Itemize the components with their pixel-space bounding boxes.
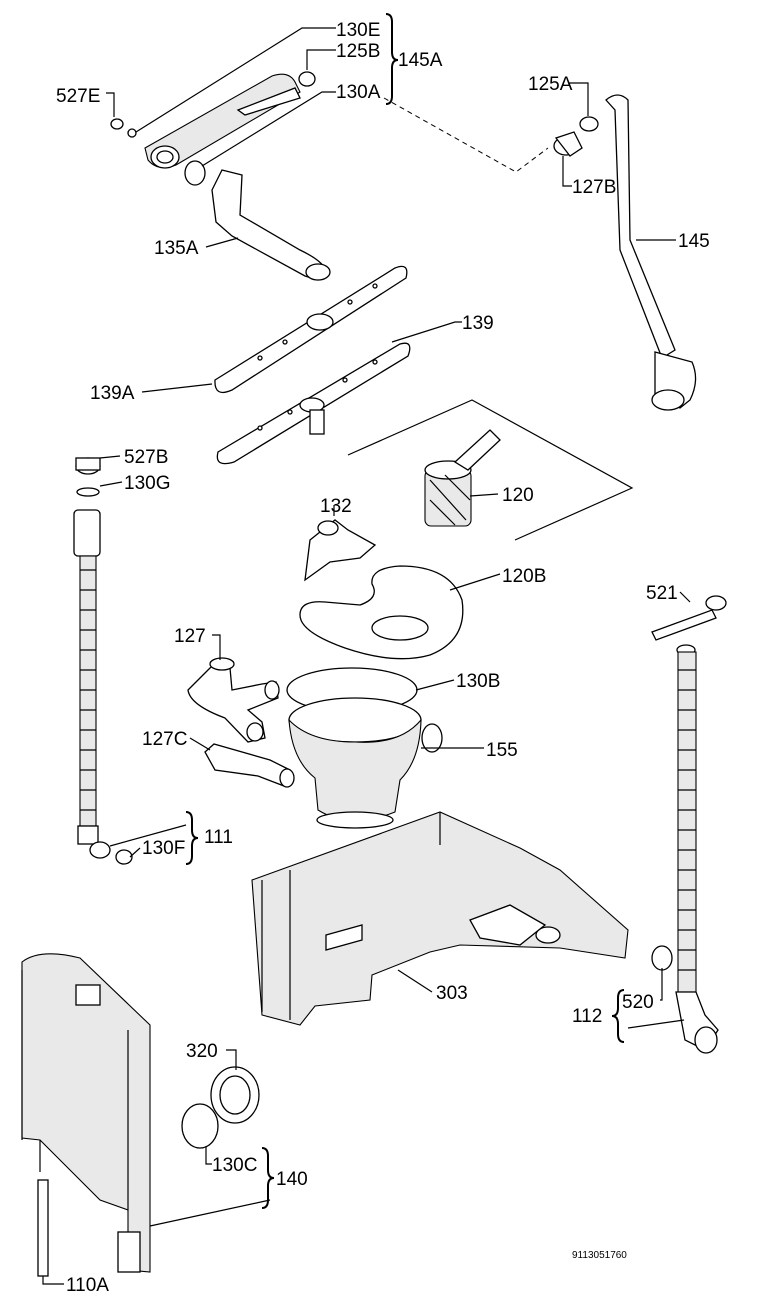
filter-platform	[347, 399, 634, 541]
drawing-number: 9113051760	[572, 1250, 627, 1261]
tag-521	[651, 595, 727, 641]
label-127b: 127B	[572, 177, 616, 198]
label-125a: 125A	[528, 74, 573, 95]
label-521: 521	[646, 583, 678, 604]
nut-127b	[553, 131, 583, 157]
label-111: 111	[204, 827, 233, 848]
part-132	[304, 519, 377, 582]
label-130c: 130C	[212, 1155, 257, 1176]
washer-130g	[76, 487, 100, 497]
seal-320	[210, 1066, 260, 1124]
nut-527b	[75, 457, 101, 475]
label-120b: 120B	[502, 566, 546, 587]
brace-111	[185, 811, 199, 865]
label-145: 145	[678, 231, 710, 252]
label-135a: 135A	[154, 238, 199, 259]
label-130a: 130A	[336, 82, 381, 103]
label-130e: 130E	[336, 20, 380, 41]
sump-155	[288, 697, 443, 829]
label-520: 520	[622, 992, 654, 1013]
label-130f: 130F	[142, 838, 185, 859]
inlet-hose-111	[73, 509, 111, 859]
label-130b: 130B	[456, 671, 500, 692]
label-127: 127	[174, 626, 206, 647]
label-139: 139	[462, 313, 494, 334]
upper-spray-arm-139a	[214, 265, 408, 394]
brace-140	[261, 1147, 275, 1209]
small-ring-527e	[110, 118, 137, 138]
panel-140	[21, 953, 151, 1273]
rod-110a	[37, 1179, 49, 1277]
label-320: 320	[186, 1041, 218, 1062]
label-110a: 110A	[66, 1275, 109, 1296]
label-155: 155	[486, 740, 518, 761]
drain-hose-112	[675, 644, 719, 1054]
upper-spray-pipe-130e	[144, 73, 301, 169]
label-125b: 125B	[336, 41, 380, 62]
o-ring-125b	[298, 71, 316, 87]
lower-spray-arm-139	[216, 342, 411, 465]
part-labels: 130E 125B 130A 145A 527E 125A 127B 135A …	[56, 20, 710, 1296]
clamp-520	[651, 945, 673, 971]
brace-112	[611, 989, 625, 1043]
hose-145	[605, 94, 697, 411]
label-112: 112	[572, 1006, 602, 1027]
base-303	[251, 811, 629, 1026]
label-140: 140	[276, 1169, 308, 1190]
label-132: 132	[320, 496, 352, 517]
filter-120	[424, 429, 501, 527]
label-139a: 139A	[90, 383, 135, 404]
middle-pipe-135a	[211, 169, 331, 281]
label-527e: 527E	[56, 86, 100, 107]
brace-145a	[385, 13, 399, 105]
label-527b: 527B	[124, 447, 168, 468]
leader-lines	[42, 27, 691, 1285]
label-120: 120	[502, 485, 534, 506]
hose-127c	[204, 743, 295, 788]
hose-127	[187, 657, 280, 743]
label-145a: 145A	[398, 50, 443, 71]
label-127c: 127C	[142, 729, 187, 750]
washer-130f	[115, 849, 133, 865]
gasket-120b	[299, 565, 464, 660]
label-130g: 130G	[124, 473, 170, 494]
o-ring-130a	[184, 160, 206, 186]
ring-130c	[181, 1103, 219, 1149]
seal-125a	[579, 116, 599, 132]
label-303: 303	[436, 983, 468, 1004]
